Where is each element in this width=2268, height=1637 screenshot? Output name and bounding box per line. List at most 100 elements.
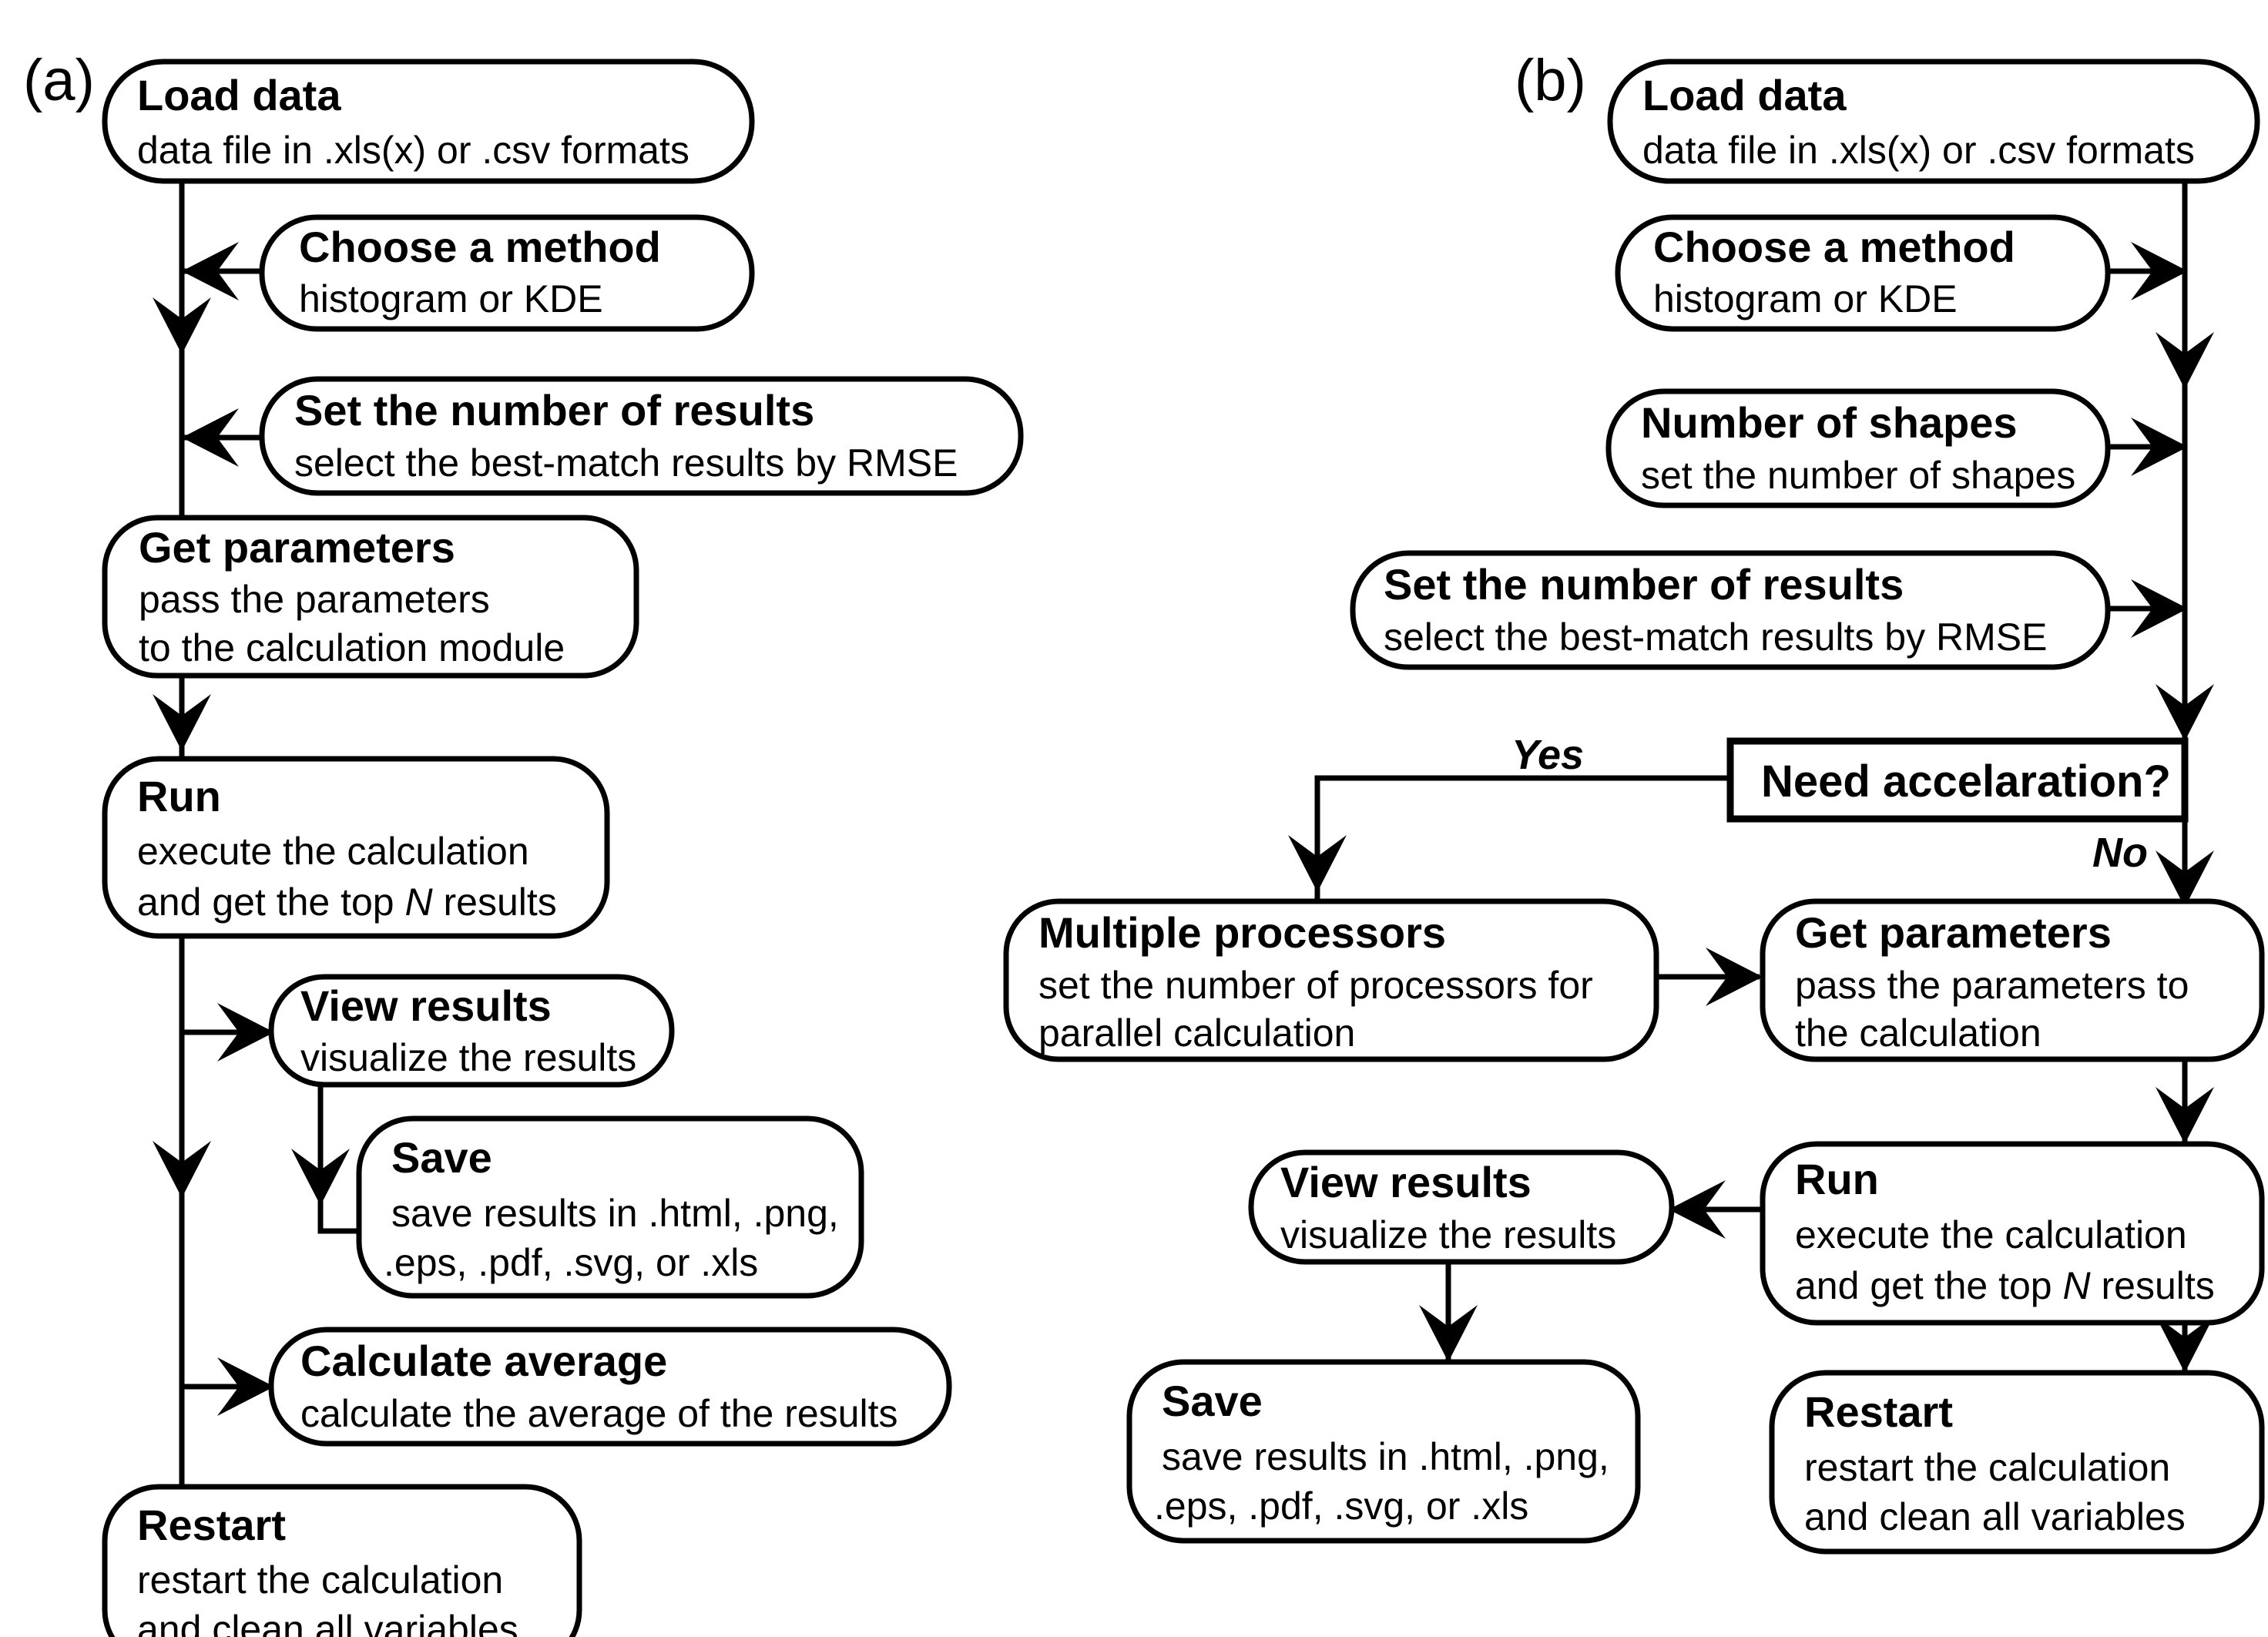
node-save-a[interactable] [356, 1115, 864, 1299]
node-get-parameters-a-line1: pass the parameters [139, 578, 490, 621]
node-load-data-a[interactable] [102, 59, 755, 184]
node-run-b-line2: and get the top N results [1795, 1264, 2215, 1307]
arrow-down-to-run-a [153, 694, 211, 751]
node-run-a-line1: execute the calculation [137, 830, 529, 873]
arrow-left-set-results-a [182, 408, 239, 467]
node-multiple-processors-b-line1: set the number of processors for [1038, 964, 1593, 1007]
node-load-data-b-title: Load data [1642, 71, 1847, 119]
arrow-down-view-to-save-a [291, 1149, 350, 1206]
node-view-results-b[interactable] [1248, 1149, 1675, 1265]
node-restart-b-line2: and clean all variables [1804, 1495, 2186, 1538]
node-choose-method-a[interactable] [259, 214, 755, 332]
node-view-results-b-title: View results [1280, 1158, 1532, 1206]
node-get-parameters-a-line2: to the calculation module [139, 626, 565, 669]
connector-save-stub-a [317, 1203, 362, 1234]
edge-label-no-b: No [2092, 830, 2148, 876]
node-run-a-line2: and get the top N results [137, 881, 557, 924]
panel-b: (b) [1003, 48, 2265, 1555]
arrow-down-b-3 [2156, 684, 2214, 741]
node-choose-method-b-line1: histogram or KDE [1653, 277, 1958, 320]
node-save-b-line1: save results in .html, .png, [1162, 1435, 1609, 1478]
node-run-a-line2-post: results [433, 881, 557, 924]
node-run-b[interactable] [1760, 1141, 2265, 1326]
node-number-shapes-b[interactable] [1605, 388, 2111, 508]
node-set-results-b-title: Set the number of results [1384, 560, 1904, 609]
node-get-parameters-b-line2: the calculation [1795, 1011, 2042, 1055]
node-save-b-line2: .eps, .pdf, .svg, or .xls [1154, 1484, 1528, 1528]
node-set-results-b-line1: select the best-match results by RMSE [1384, 616, 2047, 659]
node-run-b-title: Run [1795, 1155, 1879, 1203]
node-multiple-processors-b-title: Multiple processors [1038, 908, 1446, 957]
connector-yes-branch-b [1314, 775, 1730, 901]
node-get-parameters-b[interactable] [1760, 898, 2265, 1062]
node-save-a-title: Save [391, 1133, 492, 1182]
node-set-results-a-title: Set the number of results [294, 386, 814, 434]
arrow-down-no-branch-b [2156, 850, 2214, 907]
node-run-b-line2-pre: and get the top [1795, 1264, 2063, 1307]
node-get-parameters-b-line1: pass the parameters to [1795, 964, 2189, 1007]
arrow-down-run-to-restart-b [2156, 1316, 2214, 1373]
node-get-parameters-a-title: Get parameters [139, 523, 455, 572]
node-view-results-a[interactable] [268, 974, 675, 1088]
node-run-a-line2-pre: and get the top [137, 881, 405, 924]
arrow-right-choose-method-b [2131, 242, 2188, 300]
node-view-results-b-line1: visualize the results [1280, 1213, 1616, 1256]
panel-a: (a) Load data data file in .xls(x) or .c… [23, 48, 1024, 1637]
node-run-a-line2-em: N [405, 881, 434, 924]
node-restart-b-line1: restart the calculation [1804, 1446, 2170, 1489]
arrow-right-processors-to-params-b [1706, 948, 1763, 1006]
node-restart-b[interactable] [1769, 1370, 2265, 1555]
node-restart-b-title: Restart [1804, 1387, 1953, 1436]
node-calculate-average-a[interactable] [268, 1327, 952, 1447]
node-need-acceleration-b-title: Need accelaration? [1761, 756, 2171, 807]
node-set-results-b[interactable] [1350, 550, 2111, 670]
node-calculate-average-a-line1: calculate the average of the results [300, 1392, 897, 1435]
node-choose-method-b[interactable] [1615, 214, 2111, 332]
node-view-results-a-title: View results [300, 981, 552, 1030]
arrow-right-set-results-b [2131, 579, 2188, 638]
node-multiple-processors-b-line2: parallel calculation [1038, 1011, 1355, 1055]
node-run-a[interactable] [102, 756, 610, 939]
node-run-a-title: Run [137, 772, 221, 820]
node-get-parameters-b-title: Get parameters [1795, 908, 2112, 957]
node-view-results-a-line1: visualize the results [300, 1036, 636, 1079]
node-number-shapes-b-title: Number of shapes [1641, 398, 2018, 447]
node-restart-a-line1: restart the calculation [137, 1558, 503, 1602]
node-save-b[interactable] [1126, 1359, 1641, 1544]
node-run-b-line2-em: N [2063, 1264, 2092, 1307]
arrow-right-view-results-a [217, 1003, 274, 1062]
arrow-left-run-to-view-b [1669, 1180, 1726, 1239]
node-load-data-a-line1: data file in .xls(x) or .csv formats [137, 129, 689, 172]
node-get-parameters-a[interactable] [102, 515, 639, 679]
edge-label-yes-b: Yes [1511, 732, 1584, 778]
arrow-down-to-get-parameters-a [153, 297, 211, 354]
node-load-data-b-line1: data file in .xls(x) or .csv formats [1642, 129, 2195, 172]
node-choose-method-a-title: Choose a method [299, 223, 661, 271]
arrow-down-mid-a [153, 1141, 211, 1198]
panel-b-label: (b) [1515, 48, 1586, 113]
node-set-results-a[interactable] [259, 376, 1024, 496]
node-multiple-processors-b[interactable] [1003, 898, 1659, 1062]
node-choose-method-a-line1: histogram or KDE [299, 277, 603, 320]
panel-a-label: (a) [23, 48, 95, 113]
arrow-down-b-1 [2156, 332, 2214, 389]
node-run-b-line1: execute the calculation [1795, 1213, 2187, 1256]
node-run-b-line2-post: results [2091, 1264, 2215, 1307]
arrow-down-yes-branch-b [1288, 835, 1347, 892]
arrow-down-view-to-save-b [1419, 1305, 1478, 1362]
node-save-a-line1: save results in .html, .png, [391, 1192, 839, 1235]
node-need-acceleration-b[interactable] [1726, 737, 2189, 823]
node-load-data-b[interactable] [1607, 59, 2260, 184]
node-restart-a[interactable] [102, 1484, 582, 1637]
arrow-down-params-to-run-b [2156, 1087, 2214, 1144]
node-calculate-average-a-title: Calculate average [300, 1337, 667, 1385]
arrow-right-number-shapes-b [2131, 418, 2188, 476]
arrow-left-choose-method-a [182, 242, 239, 300]
node-save-b-title: Save [1162, 1377, 1263, 1425]
node-number-shapes-b-line1: set the number of shapes [1641, 454, 2075, 497]
node-set-results-a-line1: select the best-match results by RMSE [294, 441, 958, 485]
node-restart-a-line2: and clean all variables [137, 1608, 518, 1637]
arrow-right-calculate-average-a [217, 1357, 274, 1416]
